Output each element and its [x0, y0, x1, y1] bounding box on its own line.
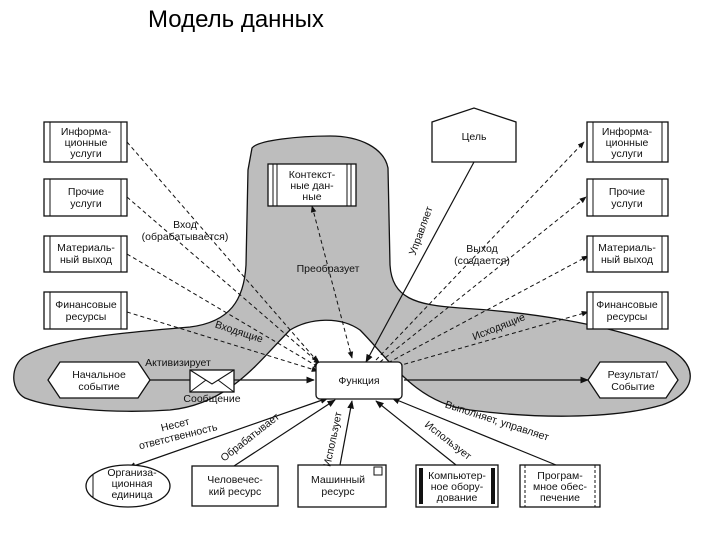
page-title: Модель данных	[148, 6, 324, 33]
uses-computer-label: Использует	[422, 419, 474, 463]
right-material-output-box: Материаль-ный выход	[586, 235, 669, 273]
line-human	[233, 399, 336, 467]
line-software	[391, 397, 557, 466]
line-right-material	[381, 255, 589, 367]
result-event-label: Результат/Событие	[608, 369, 659, 393]
line-org-unit	[127, 397, 329, 469]
output-created-label: Выход(создается)	[454, 243, 510, 267]
left-material-output-box: Материаль-ный выход	[43, 235, 128, 273]
message-label: Сообщение	[183, 393, 240, 405]
human-resource-box: Человечес-кий ресурс	[191, 465, 279, 507]
responsible-label: Несетответственность	[135, 409, 219, 452]
input-processed-label: Вход(обрабатывается)	[142, 219, 229, 243]
goal-shape: Цель	[431, 107, 517, 163]
line-computer	[375, 400, 457, 466]
context-data-label: Контекст-ные дан-ные	[289, 169, 336, 203]
right-material-output-label: Материаль-ный выход	[598, 242, 656, 266]
computer-hardware-box: Компьютер-ное обору-дование	[415, 464, 499, 508]
line-left-finance	[126, 311, 319, 372]
line-right-finance	[383, 311, 589, 371]
computer-hardware-label: Компьютер-ное обору-дование	[428, 470, 486, 504]
line-context-data	[310, 205, 354, 359]
line-right-info	[375, 141, 585, 361]
processes-label: Обрабатывает	[218, 411, 282, 464]
envelope-icon	[189, 369, 235, 393]
line-left-material	[126, 253, 321, 369]
function-box: Функция	[315, 361, 403, 400]
result-event-shape: Результат/Событие	[587, 361, 679, 399]
activates-label: Активизирует	[145, 357, 211, 369]
line-right-other	[379, 196, 587, 363]
software-box: Програм-мное обес-печение	[519, 464, 601, 508]
line-machine	[339, 400, 354, 466]
context-data-box: Контекст-ные дан-ные	[267, 163, 357, 207]
goal-label: Цель	[462, 131, 487, 143]
human-resource-label: Человечес-кий ресурс	[207, 474, 263, 498]
transforms-label: Преобразует	[297, 263, 360, 275]
software-label: Програм-мное обес-печение	[533, 470, 587, 504]
line-goal-controls	[365, 161, 475, 363]
function-label: Функция	[338, 375, 379, 387]
line-left-other	[126, 196, 321, 365]
controls-label: Управляет	[407, 205, 436, 257]
left-material-output-label: Материаль-ный выход	[57, 242, 115, 266]
